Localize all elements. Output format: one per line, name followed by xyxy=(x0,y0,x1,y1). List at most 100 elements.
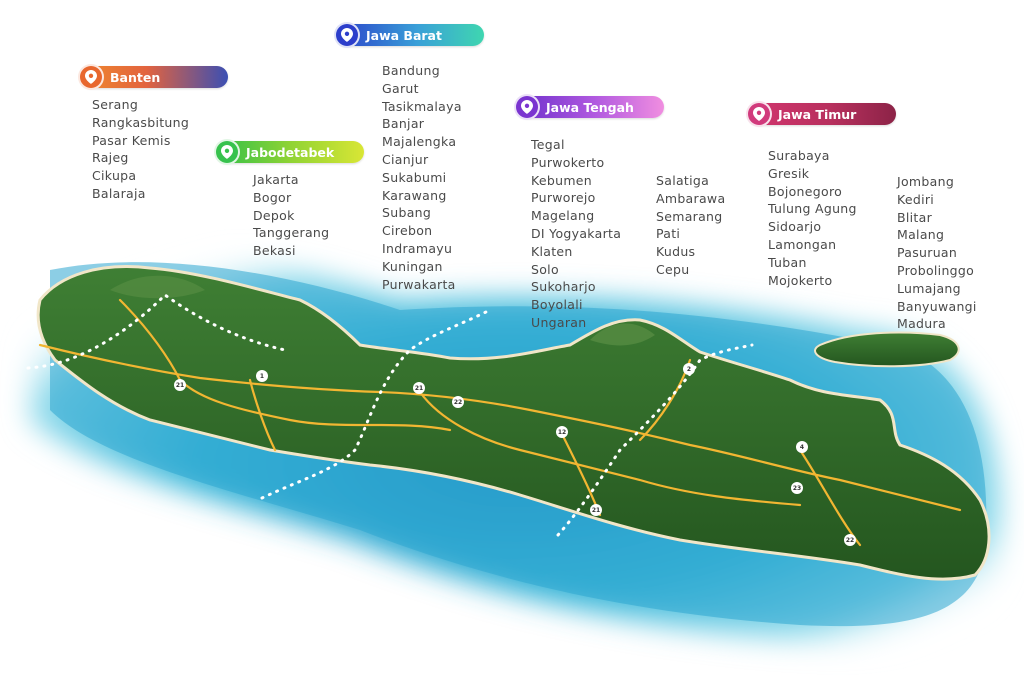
city-item: Cirebon xyxy=(382,223,433,239)
city-list-col2: Jombang Kediri Blitar Malang Pasuruan Pr… xyxy=(897,173,977,333)
city-item: Madura xyxy=(897,316,946,332)
city-item: Ambarawa xyxy=(656,190,726,206)
region-badge[interactable]: Jawa Barat xyxy=(334,22,484,48)
region-jawa-timur: Jawa Timur Surabaya Gresik Bojonegoro Tu… xyxy=(746,101,976,331)
city-item: Semarang xyxy=(656,208,723,224)
city-item: Malang xyxy=(897,227,945,243)
city-item: Balaraja xyxy=(92,185,146,201)
region-badge[interactable]: Jawa Timur xyxy=(746,101,896,127)
region-jabodetabek: Jabodetabek Jakarta Bogor Depok Tanggera… xyxy=(214,139,364,260)
city-item: Lamongan xyxy=(768,236,837,252)
city-item: Pati xyxy=(656,226,681,242)
city-item: Ungaran xyxy=(531,314,587,330)
svg-text:22: 22 xyxy=(454,399,462,406)
region-badge[interactable]: Jawa Tengah xyxy=(514,94,664,120)
city-list-col2: Salatiga Ambarawa Semarang Pati Kudus Ce… xyxy=(656,172,725,279)
mountain-ridge xyxy=(110,275,205,299)
road-marker: 12 xyxy=(556,426,568,438)
city-item: Cikupa xyxy=(92,168,137,184)
city-item: Solo xyxy=(531,261,559,277)
region-badge[interactable]: Jabodetabek xyxy=(214,139,364,165)
city-item: Kebumen xyxy=(531,172,593,188)
region-title: Jawa Tengah xyxy=(546,99,634,115)
road-marker: 1 xyxy=(256,370,268,382)
city-item: Bojonegoro xyxy=(768,183,843,199)
city-item: Jombang xyxy=(897,174,955,189)
city-item: Bandung xyxy=(382,63,440,78)
city-item: Salatiga xyxy=(656,173,710,188)
city-item: Kudus xyxy=(656,244,696,260)
road-marker: 23 xyxy=(791,482,803,494)
city-item: Sidoarjo xyxy=(768,219,822,235)
city-item: Probolinggo xyxy=(897,262,975,278)
road-marker: 21 xyxy=(413,382,425,394)
city-item: Majalengka xyxy=(382,134,457,150)
road-marker: 22 xyxy=(844,534,856,546)
location-pin-icon xyxy=(746,101,772,127)
city-item: Depok xyxy=(253,207,295,223)
city-item: Banjar xyxy=(382,116,425,132)
city-item: Bekasi xyxy=(253,243,296,259)
city-item: Kediri xyxy=(897,191,935,207)
city-item: Pasar Kemis xyxy=(92,132,171,148)
city-item: Magelang xyxy=(531,208,595,224)
region-jawa-barat: Jawa Barat Bandung Garut Tasikmalaya Ban… xyxy=(334,22,484,293)
city-item: Purworejo xyxy=(531,190,596,206)
city-item: Tuban xyxy=(768,254,807,270)
region-title: Jawa Barat xyxy=(366,27,442,43)
road-marker: 4 xyxy=(796,441,808,453)
city-list: Tegal Purwokerto Kebumen Purworejo Magel… xyxy=(531,136,664,332)
city-item: Kuningan xyxy=(382,258,443,274)
svg-text:21: 21 xyxy=(415,385,423,392)
region-banten: Banten Serang Rangkasbitung Pasar Kemis … xyxy=(78,64,228,203)
svg-text:1: 1 xyxy=(260,373,264,380)
madura-island xyxy=(814,331,960,368)
region-badge[interactable]: Banten xyxy=(78,64,228,90)
city-item: Bogor xyxy=(253,189,292,205)
location-pin-icon xyxy=(514,94,540,120)
city-item: Klaten xyxy=(531,243,573,259)
svg-text:2: 2 xyxy=(687,366,691,373)
road-marker: 21 xyxy=(174,379,186,391)
region-jawa-tengah: Jawa Tengah Tegal Purwokerto Kebumen Pur… xyxy=(514,94,725,332)
city-item: Jakarta xyxy=(253,172,299,187)
region-connectors xyxy=(26,293,754,537)
city-item: Cianjur xyxy=(382,151,429,167)
city-item: Mojokerto xyxy=(768,272,833,288)
city-item: Indramayu xyxy=(382,240,453,256)
city-item: Tanggerang xyxy=(253,225,330,241)
city-item: Purwakarta xyxy=(382,276,456,292)
city-list: Bandung Garut Tasikmalaya Banjar Majalen… xyxy=(382,62,484,293)
location-pin-icon xyxy=(334,22,360,48)
city-item: Sukoharjo xyxy=(531,279,596,295)
city-item: Purwokerto xyxy=(531,154,605,170)
city-item: DI Yogyakarta xyxy=(531,225,622,241)
svg-text:21: 21 xyxy=(592,507,600,514)
city-item: Cepu xyxy=(656,261,690,277)
city-item: Pasuruan xyxy=(897,245,958,261)
svg-text:12: 12 xyxy=(558,429,566,436)
city-item: Lumajang xyxy=(897,280,961,296)
region-title: Banten xyxy=(110,69,161,85)
city-item: Subang xyxy=(382,205,432,221)
city-item: Surabaya xyxy=(768,148,830,163)
city-item: Boyolali xyxy=(531,297,583,313)
road-marker: 21 xyxy=(590,504,602,516)
city-item: Karawang xyxy=(382,187,447,203)
mountain-ridge xyxy=(590,323,655,346)
road-marker: 2 xyxy=(683,363,695,375)
city-item: Blitar xyxy=(897,209,933,225)
city-item: Rajeg xyxy=(92,150,129,166)
city-item: Serang xyxy=(92,97,139,112)
city-list: Surabaya Gresik Bojonegoro Tulung Agung … xyxy=(768,147,896,289)
city-item: Banyuwangi xyxy=(897,298,977,314)
svg-text:4: 4 xyxy=(800,444,804,451)
region-title: Jawa Timur xyxy=(778,106,857,122)
location-pin-icon xyxy=(214,139,240,165)
city-list: Jakarta Bogor Depok Tanggerang Bekasi xyxy=(253,171,364,260)
road-marker-group: 21 1 21 22 12 2 4 23 22 21 xyxy=(174,363,856,546)
region-title: Jabodetabek xyxy=(246,144,335,160)
city-item: Tegal xyxy=(531,137,565,152)
city-item: Gresik xyxy=(768,165,810,181)
